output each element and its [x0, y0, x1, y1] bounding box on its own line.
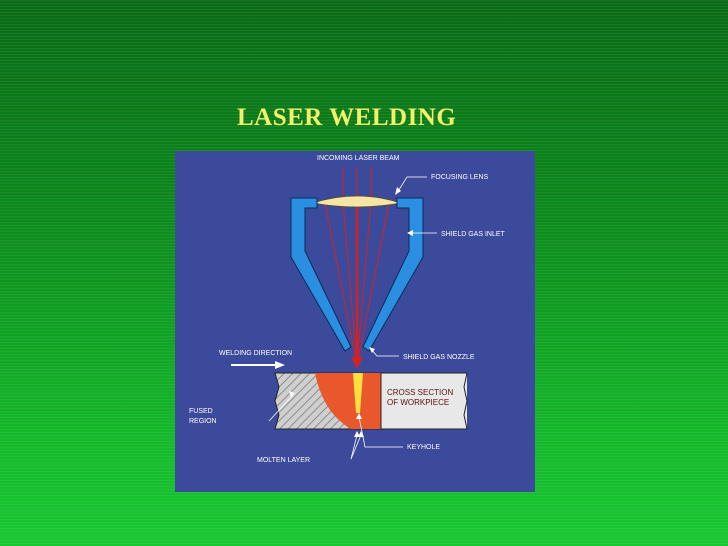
fused-label: FUSED — [189, 408, 213, 415]
shield-gas-inlet-label: SHIELD GAS INLET — [441, 231, 506, 238]
incoming-beam-label: INCOMING LASER BEAM — [317, 155, 400, 162]
shield-gas-nozzle — [290, 197, 424, 352]
leader-arrowheads — [289, 187, 413, 437]
cross-section-label: CROSS SECTION — [387, 388, 453, 397]
focusing-lens-label: FOCUSING LENS — [431, 174, 489, 181]
keyhole-label: KEYHOLE — [407, 444, 440, 451]
region-label: REGION — [189, 418, 217, 425]
welding-direction-label: WELDING DIRECTION — [219, 350, 292, 357]
fused-region — [315, 373, 381, 429]
shield-gas-nozzle-label: SHIELD GAS NOZZLE — [403, 354, 475, 361]
diagram-svg: CROSS SECTION OF WORKPIECE — [189, 155, 506, 464]
welding-direction-arrow — [231, 361, 285, 369]
workpiece-label: OF WORKPIECE — [387, 398, 449, 407]
workpiece: CROSS SECTION OF WORKPIECE — [274, 372, 468, 430]
keyhole — [353, 373, 363, 413]
focusing-lens — [312, 195, 402, 208]
molten-layer-label: MOLTEN LAYER — [257, 457, 310, 464]
slide-title: LASER WELDING — [237, 104, 457, 131]
laser-welding-diagram: CROSS SECTION OF WORKPIECE — [175, 151, 535, 492]
laser-beam — [324, 167, 390, 369]
